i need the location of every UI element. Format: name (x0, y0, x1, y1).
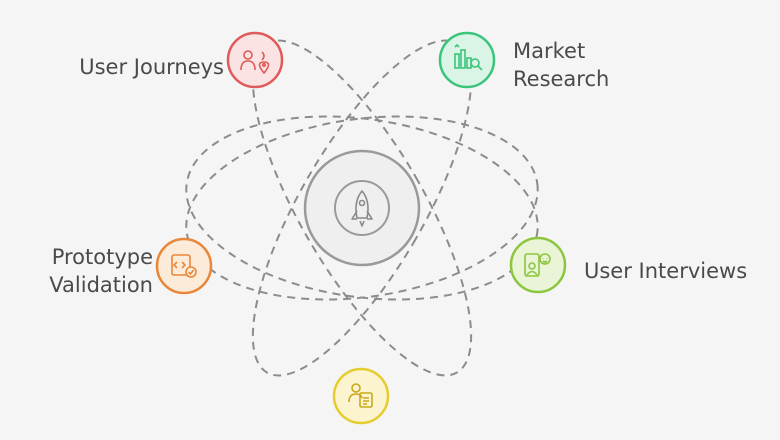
node-user-journeys (226, 31, 284, 89)
center-hub (303, 149, 421, 267)
node-market-research (438, 31, 496, 89)
label-user-journeys: User Journeys (79, 55, 224, 79)
prototype-validation-icon (171, 254, 197, 278)
label-user-interviews: User Interviews (584, 259, 748, 283)
user-journey-icon (240, 50, 270, 75)
label-prototype-validation: Prototype Validation (49, 245, 153, 297)
node-user-interviews (509, 236, 567, 294)
user-interview-icon (524, 253, 551, 277)
document-user-icon (348, 383, 373, 408)
orbit-ellipse-horizontal-1 (185, 115, 539, 301)
market-research-icon (454, 43, 483, 71)
label-market-research: Market Research (513, 39, 610, 91)
node-prototype-validation (155, 237, 213, 295)
orbit-ellipse-horizontal-2 (185, 115, 539, 301)
node-bottom (332, 367, 390, 425)
rocket-icon (351, 190, 373, 227)
